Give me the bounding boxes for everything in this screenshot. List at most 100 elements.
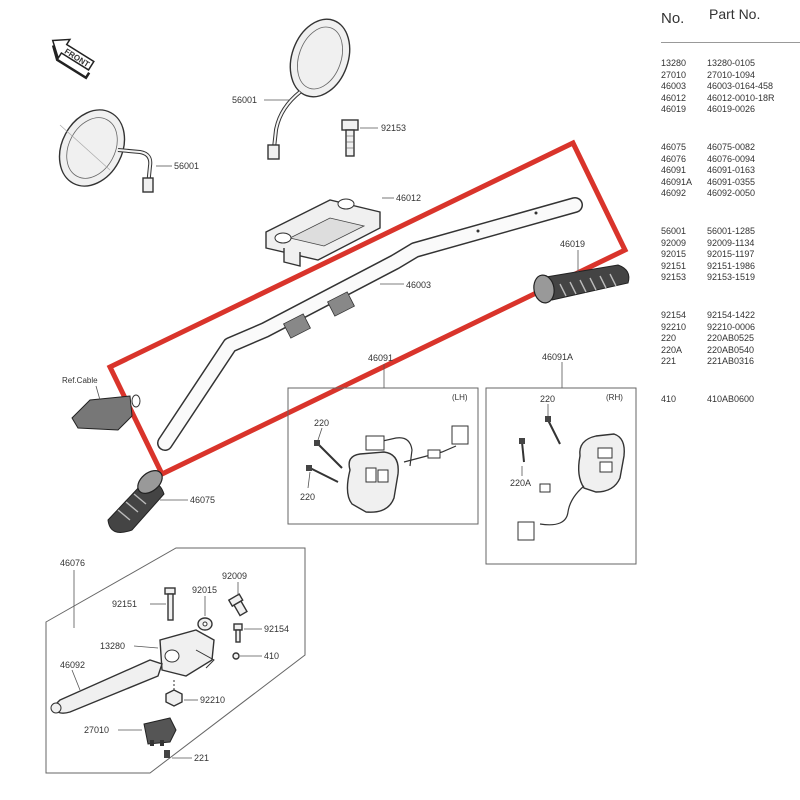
switch-rh-group: 46091A (RH) 220 220A	[485, 352, 637, 565]
part-number: 92151-1986	[707, 260, 756, 271]
table-row: 46003 46003-0164-458	[661, 81, 800, 93]
table-row: 410 410AB0600	[661, 394, 800, 406]
label-46092: 46092	[60, 660, 85, 670]
part-number: 92153-1519	[707, 272, 756, 283]
label-rh-screw-b: 220A	[510, 478, 531, 488]
label-switch-lh: 46091	[368, 353, 393, 363]
table-row: 92153 92153-1519	[661, 272, 800, 284]
label-92210: 92210	[200, 695, 225, 705]
label-lh-screw-b: 220	[300, 492, 315, 502]
ref-number: 56001	[661, 226, 687, 236]
label-27010: 27010	[84, 725, 109, 735]
mirror-left: 56001	[58, 109, 199, 193]
ref-number: 46076	[661, 153, 687, 164]
grip-left: 46075	[107, 470, 215, 533]
label-mirror-left: 56001	[174, 161, 199, 171]
part-number: 92154-1422	[707, 310, 756, 320]
table-row: 46012 46012-0010-18R	[661, 93, 800, 105]
label-switch-rh: 46091A	[542, 352, 573, 362]
label-grip-left: 46075	[190, 495, 215, 505]
ref-number: 92153	[661, 272, 687, 283]
ref-number: 92015	[661, 249, 687, 260]
part-number: 220AB0540	[707, 344, 755, 355]
table-row: 46091A 46091-0355	[661, 177, 800, 189]
mirror-upper: 56001	[232, 18, 351, 160]
ref-number: 13280	[661, 58, 687, 68]
part-number: 220AB0525	[707, 333, 755, 344]
table-row: 92015 92015-1197	[661, 249, 800, 261]
ref-number: 92009	[661, 237, 687, 248]
part-number: 92009-1134	[707, 237, 755, 248]
label-lh-screw-a: 220	[314, 418, 329, 428]
part-number: 46012-0010-18R	[707, 92, 775, 103]
part-number: 56001-1285	[707, 226, 756, 236]
table-row: 220 220AB0525	[661, 333, 800, 345]
ref-cable: Ref.Cable	[62, 376, 141, 431]
table-row: 27010 27010-1094	[661, 70, 800, 82]
label-92151: 92151	[112, 599, 137, 609]
label-bolt-top: 92153	[381, 123, 406, 133]
label-ref-cable: Ref.Cable	[62, 376, 98, 385]
ref-number: 46012	[661, 92, 687, 103]
table-row: 13280 13280-0105	[661, 58, 800, 70]
ref-number: 27010	[661, 69, 687, 80]
table-header-rule	[661, 42, 800, 43]
ref-number: 46075	[661, 142, 687, 152]
table-row: 92009 92009-1134	[661, 238, 800, 250]
table-header-part-no: Part No.	[709, 6, 761, 22]
ref-number: 46091A	[661, 176, 693, 187]
part-number: 92015-1197	[707, 249, 755, 260]
label-410: 410	[264, 651, 279, 661]
label-handlebar: 46003	[406, 280, 431, 290]
table-group: 410 410AB0600	[661, 394, 800, 406]
ref-number: 220	[661, 333, 677, 344]
label-clamp: 46012	[396, 193, 421, 203]
ref-number: 410	[661, 394, 677, 404]
part-number: 46003-0164-458	[707, 81, 774, 92]
handlebar: 46003	[157, 197, 583, 451]
switch-lh-group: 46091 (LH) 220 220	[287, 353, 479, 525]
tag-lh: (LH)	[452, 393, 468, 402]
tag-rh: (RH)	[606, 393, 623, 402]
label-lever-assy: 46076	[60, 558, 85, 568]
parts-table: No. Part No. 13280 13280-0105 27010 27010-1…	[655, 0, 800, 420]
label-92015: 92015	[192, 585, 217, 595]
table-row: 46091 46091-0163	[661, 165, 800, 177]
part-number: 46019-0026	[707, 104, 756, 115]
grip-right: 46019	[533, 239, 630, 304]
label-rh-screw-a: 220	[540, 394, 555, 404]
front-direction-arrow: FRONT	[51, 38, 95, 80]
bolt-92153: 92153	[341, 119, 406, 157]
label-13280: 13280	[100, 641, 125, 651]
part-number: 46091-0163	[707, 165, 756, 176]
ref-number: 46092	[661, 188, 687, 199]
label-mirror-upper: 56001	[232, 95, 257, 105]
ref-number: 46091	[661, 165, 687, 176]
ref-number: 221	[661, 356, 677, 367]
part-number: 92210-0006	[707, 321, 756, 332]
ref-number: 220A	[661, 344, 683, 355]
part-number: 46091-0355	[707, 176, 756, 187]
label-92009: 92009	[222, 571, 247, 581]
label-221: 221	[194, 753, 209, 763]
table-row: 220A 220AB0540	[661, 345, 800, 357]
handlebar-clamp: 46012	[265, 193, 421, 267]
part-number: 13280-0105	[707, 58, 756, 68]
ref-number: 46003	[661, 81, 687, 92]
part-number: 27010-1094	[707, 69, 756, 80]
part-number: 410AB0600	[707, 394, 755, 404]
table-header-no: No.	[661, 10, 685, 27]
label-92154: 92154	[264, 624, 289, 634]
